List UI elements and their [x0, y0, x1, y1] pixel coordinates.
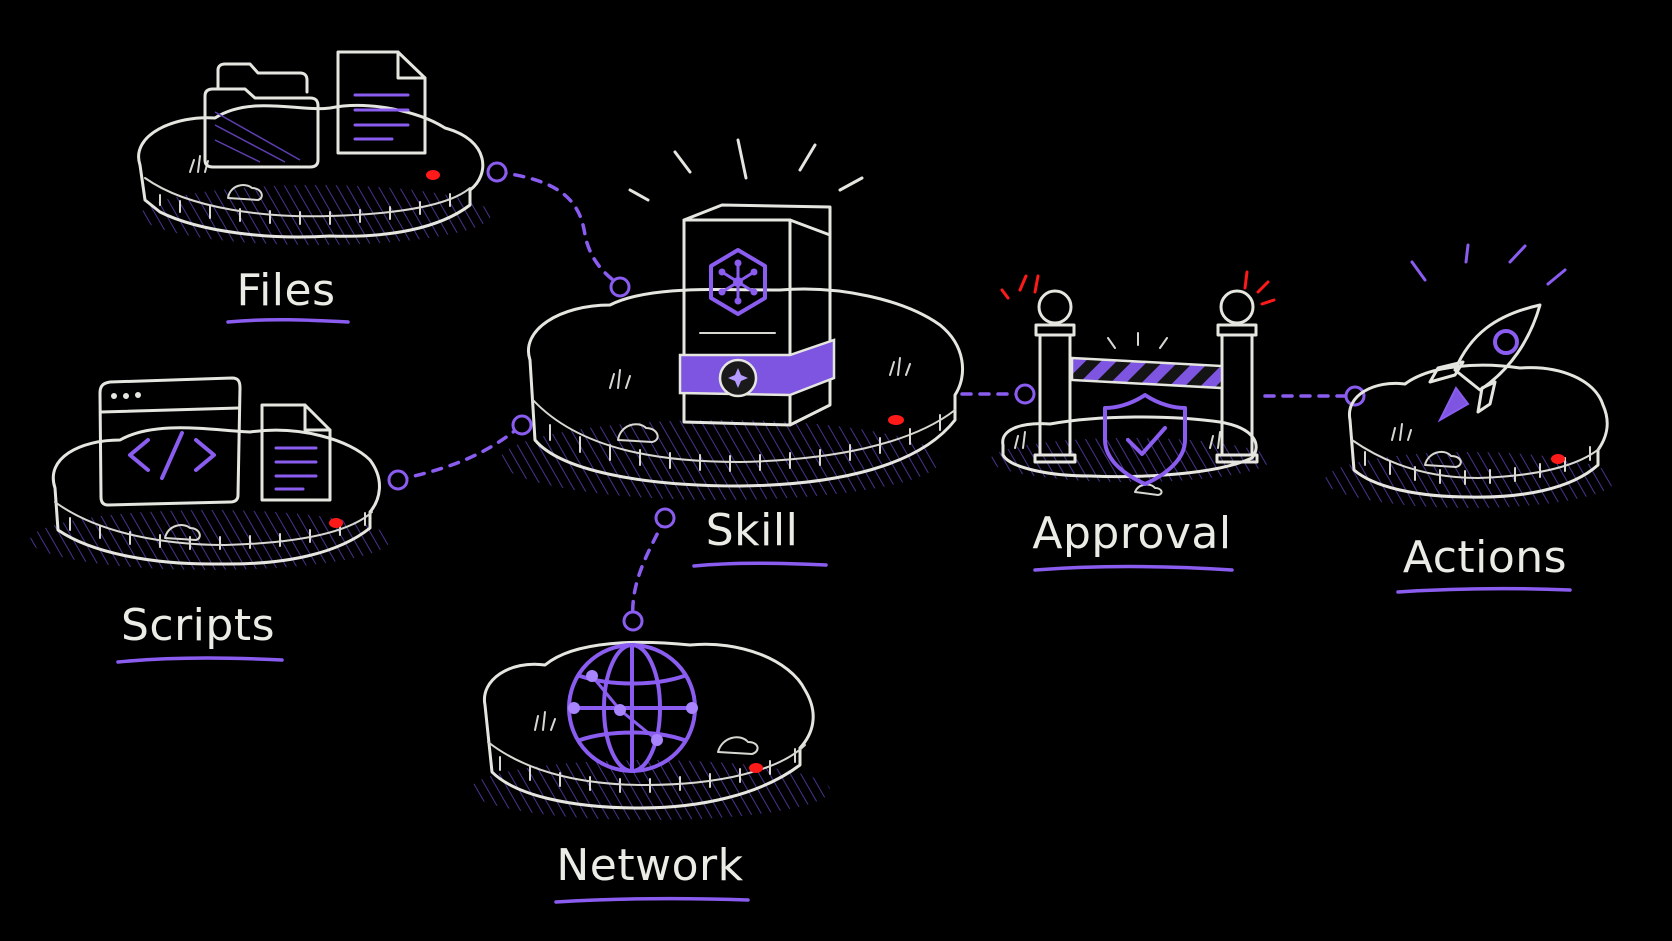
- island-actions: [1325, 363, 1615, 508]
- labels: Files Scripts Skill Network Approval Act…: [116, 265, 1572, 904]
- document-icon: [336, 50, 427, 155]
- gate-barrier-icon: [1000, 270, 1276, 464]
- shield-check-icon: [1103, 332, 1187, 486]
- code-window-icon: [98, 376, 242, 507]
- connectors: [387, 161, 1366, 632]
- label-files: Files: [236, 265, 335, 316]
- skill-box-icon: [628, 138, 864, 427]
- island-files: [137, 104, 491, 245]
- island-scripts: [30, 426, 390, 570]
- edge-node: [1344, 385, 1366, 407]
- label-scripts: Scripts: [121, 600, 275, 651]
- edge-scripts-skill: [396, 423, 524, 482]
- island-skill: [500, 287, 965, 500]
- edge-skill-network: [630, 516, 667, 622]
- edge-node: [1014, 383, 1036, 405]
- edge-node: [654, 507, 676, 529]
- label-approval: Approval: [1032, 508, 1231, 559]
- edge-files-skill: [495, 170, 622, 287]
- globe-icon: [567, 643, 698, 773]
- folder-icon: [203, 62, 320, 169]
- label-skill: Skill: [706, 505, 799, 556]
- rocket-icon: [1410, 243, 1567, 423]
- edge-node: [511, 414, 533, 436]
- edge-node: [622, 610, 644, 632]
- island-network: [470, 640, 830, 820]
- edge-node: [387, 469, 409, 491]
- island-approval: [990, 415, 1270, 496]
- edge-node: [486, 161, 508, 183]
- label-actions: Actions: [1403, 532, 1567, 583]
- edge-node: [609, 276, 631, 298]
- label-network: Network: [556, 840, 743, 891]
- document-icon-scripts: [260, 403, 332, 502]
